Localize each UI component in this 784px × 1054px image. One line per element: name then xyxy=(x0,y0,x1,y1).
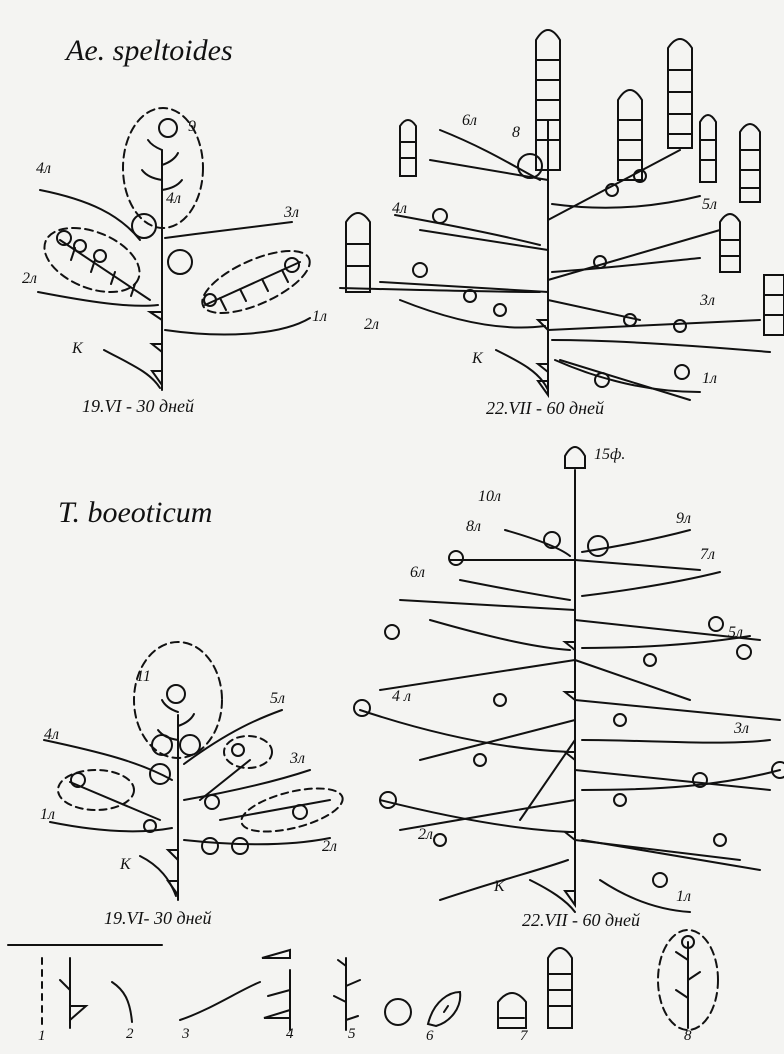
label-leaf: 6л xyxy=(410,564,425,582)
label-leaf: 10л xyxy=(478,488,501,506)
legend-number: 6 xyxy=(426,1028,434,1045)
legend-number: 3 xyxy=(182,1026,190,1043)
legend-number: 2 xyxy=(126,1026,134,1043)
label-leaf: 2л xyxy=(322,838,337,856)
legend-3-blade xyxy=(180,982,260,1020)
label-leaf: 4 л xyxy=(392,688,411,706)
plant-bottom-left xyxy=(44,642,347,900)
label-leaf: 2л xyxy=(22,270,37,288)
legend-number: 8 xyxy=(684,1028,692,1045)
legend-6-circle xyxy=(385,999,411,1025)
label-k: К xyxy=(120,856,131,874)
label-apex: 8 xyxy=(512,124,520,142)
leaf-1l xyxy=(165,318,310,334)
label-leaf: 4л xyxy=(44,726,59,744)
label-leaf: 2л xyxy=(364,316,379,334)
legend-7-spike xyxy=(548,948,572,1028)
species-title-speltoides: Ae. speltoides xyxy=(66,34,233,68)
label-leaf: 1л xyxy=(676,888,691,906)
label-leaf: 3л xyxy=(700,292,715,310)
label-leaf: 5л xyxy=(728,624,743,642)
label-k: К xyxy=(472,350,483,368)
label-leaf: 1л xyxy=(40,806,55,824)
caption-date: 19.VI- 30 дней xyxy=(104,908,212,929)
legend-2-leaf xyxy=(112,982,132,1022)
legend-glyphs xyxy=(8,930,718,1030)
label-leaf: 6л xyxy=(462,112,477,130)
label-apex: 9 xyxy=(188,118,196,136)
legend-number: 5 xyxy=(348,1026,356,1043)
label-leaf: 3л xyxy=(734,720,749,738)
label-leaf: 5л xyxy=(702,196,717,214)
caption-date: 22.VII - 60 дней xyxy=(486,398,604,419)
label-apex: 15ф. xyxy=(594,446,625,464)
label-leaf: 1л xyxy=(702,370,717,388)
label-leaf: 7л xyxy=(700,546,715,564)
label-leaf: 4л xyxy=(36,160,51,178)
legend-number: 1 xyxy=(38,1028,46,1045)
caption-date: 19.VI - 30 дней xyxy=(82,396,194,417)
legend-8-branch xyxy=(676,942,700,1028)
label-leaf: 4л xyxy=(166,190,181,208)
label-k: К xyxy=(72,340,83,358)
leaf-3l xyxy=(165,222,292,238)
label-leaf: 4л xyxy=(392,200,407,218)
legend-7-spikelet xyxy=(498,993,526,1028)
label-leaf: 3л xyxy=(284,204,299,222)
label-k: К xyxy=(494,878,505,896)
label-leaf: 8л xyxy=(466,518,481,536)
label-leaf: 3л xyxy=(290,750,305,768)
label-apex: 11 xyxy=(136,668,151,686)
legend-number: 7 xyxy=(520,1028,528,1045)
legend-6-bud xyxy=(428,992,460,1026)
legend-number: 4 xyxy=(286,1026,294,1043)
caption-date: 22.VII - 60 дней xyxy=(522,910,640,931)
label-leaf: 9л xyxy=(676,510,691,528)
label-leaf: 5л xyxy=(270,690,285,708)
leaf-k xyxy=(104,350,160,388)
label-leaf: 2л xyxy=(418,826,433,844)
legend-5-nodes xyxy=(334,958,360,1030)
legend-4-nodes xyxy=(262,950,290,1030)
species-title-boeoticum: T. boeoticum xyxy=(58,496,212,530)
label-leaf: 1л xyxy=(312,308,327,326)
